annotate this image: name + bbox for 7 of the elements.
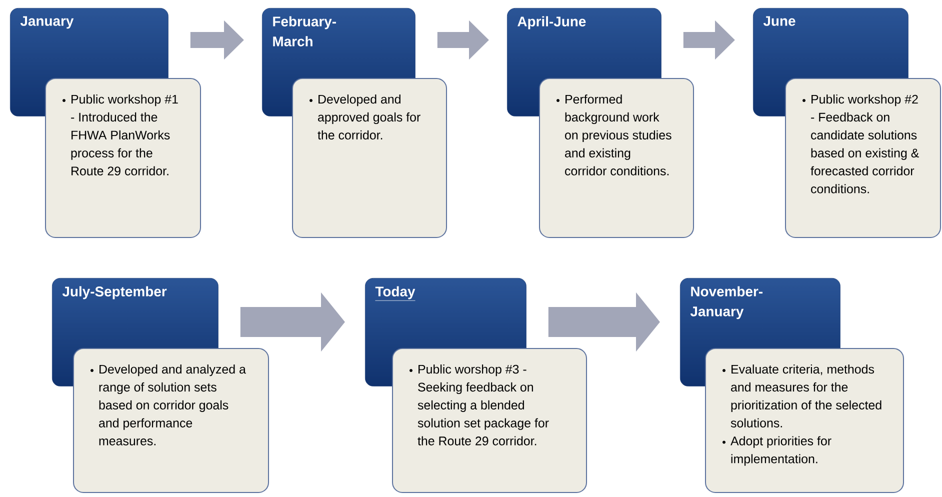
description-box: Public workshop #2 - Feedback on candidate solutions based on existing & forecasted corridor conditions. xyxy=(785,78,941,238)
description-box: Evaluate criteria, methods and measures for the prioritization of the selected solutions. Adopt priorities for implementation. xyxy=(705,348,904,493)
description-box: Public workshop #1 - Introduced the FHWA PlanWorks process for the Route 29 corridor. xyxy=(45,78,201,238)
description-box: Developed and analyzed a range of solution sets based on corridor goals and performance measures. xyxy=(73,348,269,493)
description-box: Performed background work on previous studies and existing corridor conditions. xyxy=(539,78,694,238)
description-box: Developed and approved goals for the corridor. xyxy=(292,78,447,238)
description-box: Public worshop #3 - Seeking feedback on selecting a blended solution set package for the Route 29 corridor. xyxy=(392,348,587,493)
